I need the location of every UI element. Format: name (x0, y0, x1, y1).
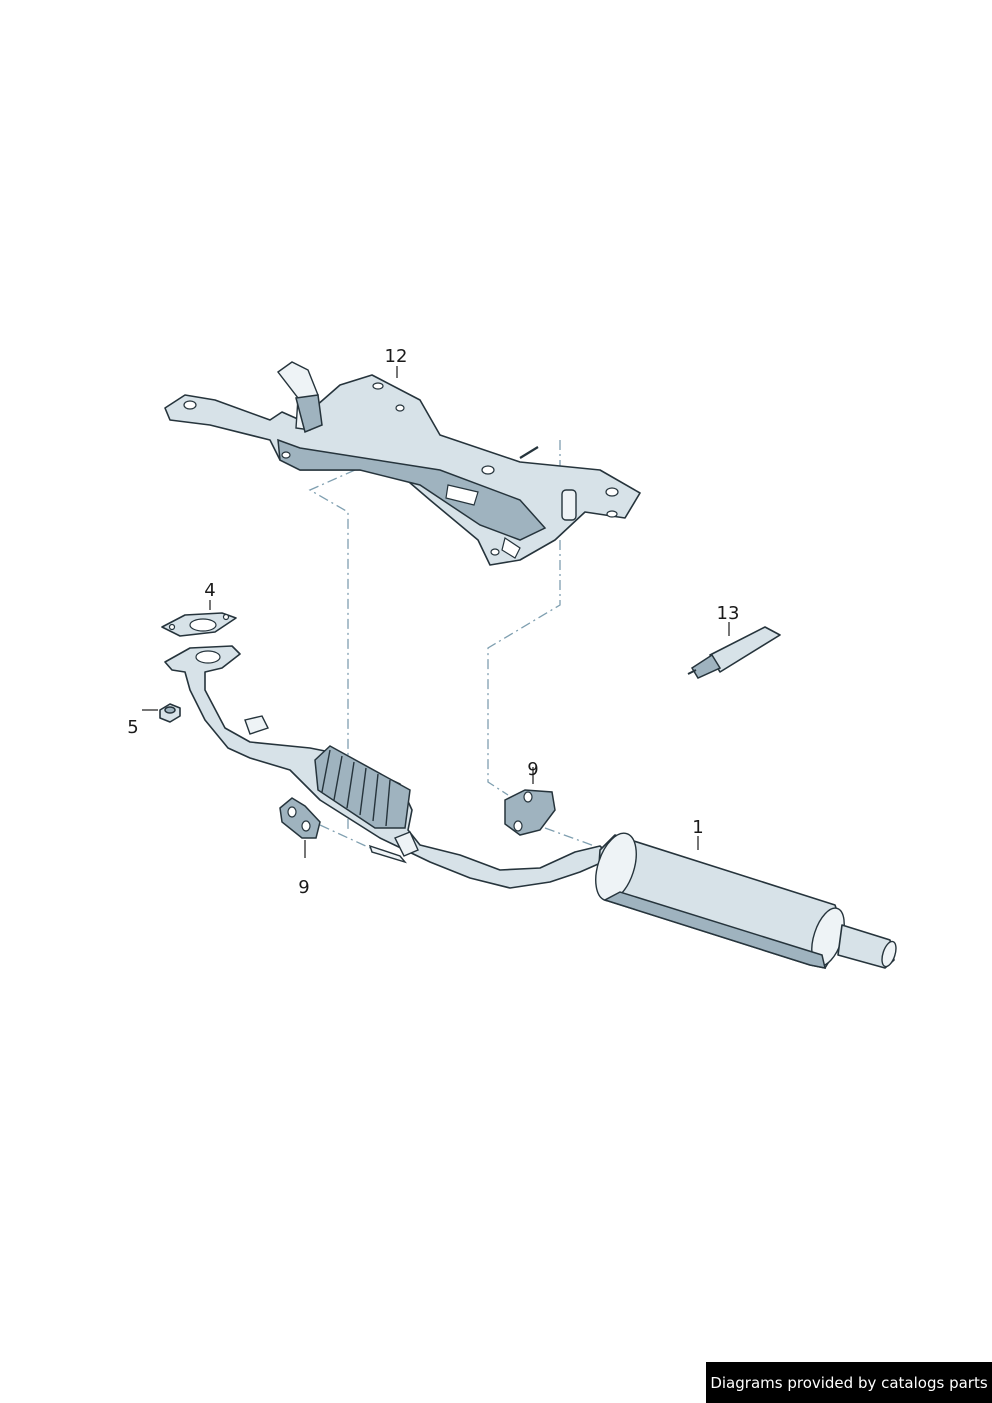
nut-part (159, 703, 181, 723)
callout-label-gasket: 4 (204, 580, 215, 601)
callout-12: 12 (385, 346, 408, 378)
rubber-mount-right (504, 789, 556, 836)
callout-13: 13 (717, 603, 740, 636)
front-pipe-part (164, 645, 613, 889)
callout-label-subframe: 12 (385, 346, 408, 367)
watermark-banner: Diagrams provided by catalogs parts (706, 1362, 992, 1403)
assembly-dash-lines (308, 440, 601, 849)
callout-5: 5 (127, 709, 158, 738)
callout-label-sealant: 13 (717, 603, 740, 624)
callout-9-left: 9 (298, 840, 310, 898)
subframe-part (164, 361, 641, 566)
callout-1: 1 (692, 817, 704, 850)
callout-9-right: 9 (527, 759, 539, 784)
callout-label-exhaust-assembly: 1 (692, 817, 703, 838)
muffler-part (595, 832, 897, 969)
callout-label-nut: 5 (127, 717, 138, 738)
callout-label-mount-left: 9 (298, 877, 309, 898)
gasket-part (161, 612, 237, 637)
rubber-mount-left (279, 797, 321, 839)
callout-4: 4 (204, 580, 216, 610)
sealant-tube-part (687, 626, 781, 679)
